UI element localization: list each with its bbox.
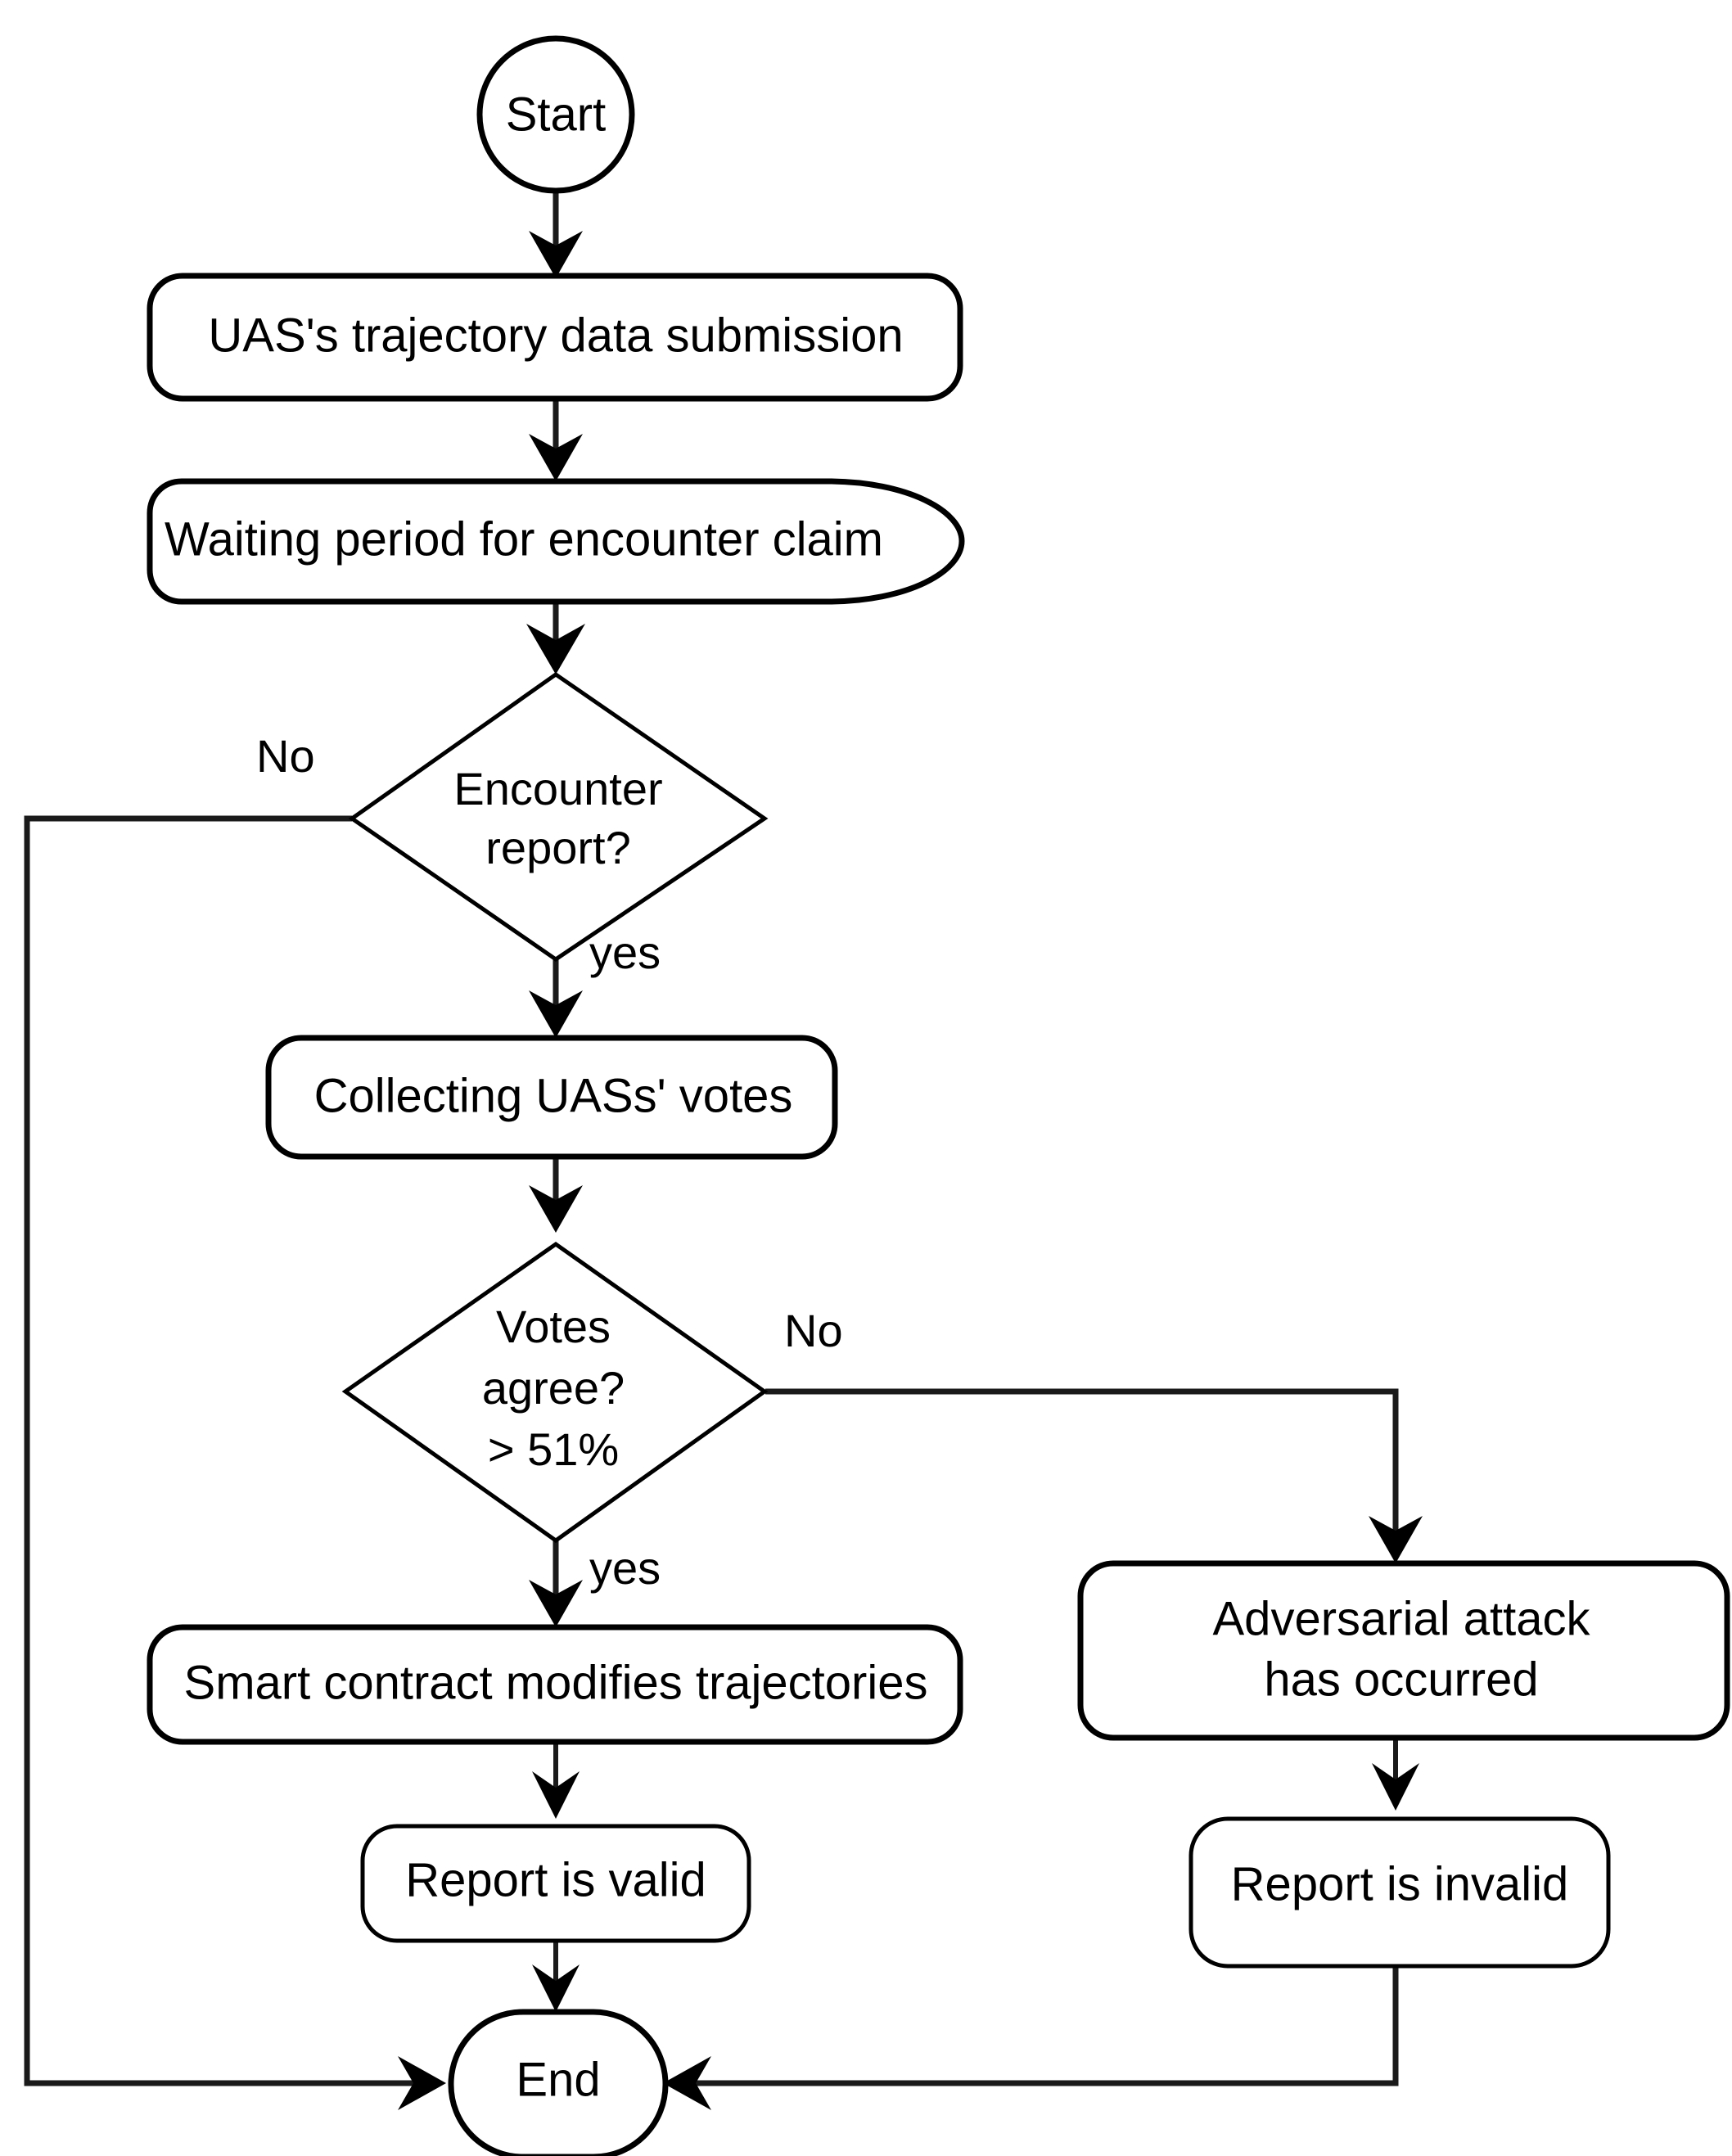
edge-invalid-to-end [663,1966,1399,2110]
edge-collecting-to-votes [529,1156,583,1233]
edge-label-no-votes: No [784,1305,843,1356]
edge-votes-no-to-adversarial [765,1388,1423,1563]
node-collecting-label: Collecting UASs' votes [314,1069,793,1122]
edge-smart-to-valid [532,1742,580,1819]
node-votes-label-line2: agree? [482,1362,625,1414]
node-report-invalid[interactable]: Report is invalid [1188,1816,1611,1969]
node-end-label: End [516,2053,600,2106]
edge-waiting-to-encounter [526,602,585,674]
node-encounter-decision[interactable]: Encounter report? [348,671,769,963]
edge-label-no-encounter: No [256,730,315,782]
node-collecting[interactable]: Collecting UASs' votes [265,1035,838,1160]
edge-label-yes-encounter: yes [589,927,661,978]
node-report-valid-label: Report is valid [405,1853,706,1906]
edge-adversarial-to-invalid [1372,1738,1419,1811]
edge-encounter-no-to-end [24,815,446,2110]
node-votes-decision[interactable]: Votes agree? > 51% [341,1241,769,1544]
edge-submission-to-waiting [529,399,583,481]
node-votes-label-line3: > 51% [488,1423,619,1475]
node-report-invalid-label: Report is invalid [1231,1857,1569,1910]
edge-start-to-submission [529,188,583,278]
node-adversarial-attack[interactable]: Adversarial attack has occurred [1077,1560,1730,1741]
node-start-label: Start [506,88,607,141]
node-submission[interactable]: UAS's trajectory data submission [147,273,963,402]
node-adversarial-label-line2: has occurred [1264,1653,1538,1706]
edge-encounter-yes-to-collecting [529,959,583,1038]
node-start[interactable]: Start [476,35,635,194]
node-encounter-label-line1: Encounter [453,763,662,814]
node-encounter-label-line2: report? [485,822,630,873]
node-smart-contract-label: Smart contract modifies trajectories [184,1656,928,1709]
node-votes-label-line1: Votes [496,1301,611,1352]
edge-valid-to-end [532,1940,580,2012]
node-waiting[interactable]: Waiting period for encounter claim [147,478,965,605]
node-adversarial-label-line1: Adversarial attack [1213,1592,1591,1645]
edge-votes-yes-to-smart [529,1540,583,1627]
edge-label-yes-votes: yes [589,1542,661,1594]
node-smart-contract[interactable]: Smart contract modifies trajectories [147,1624,963,1745]
node-submission-label: UAS's trajectory data submission [208,309,903,362]
node-waiting-label: Waiting period for encounter claim [165,512,883,566]
node-report-valid[interactable]: Report is valid [360,1824,751,1943]
node-end[interactable]: End [448,2009,669,2156]
